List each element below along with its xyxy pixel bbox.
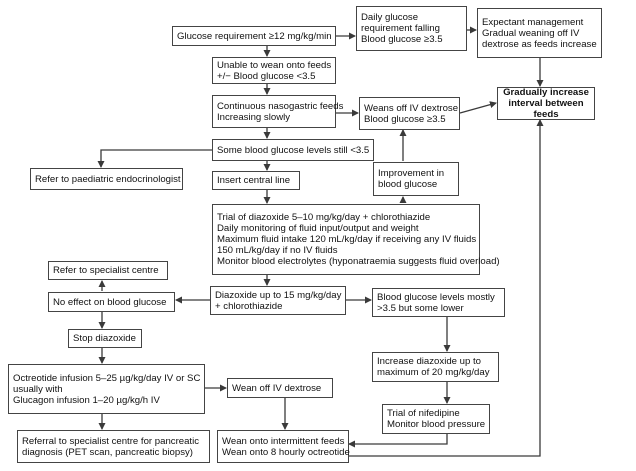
- node-text: Maximum fluid intake 120 mL/kg/day if re…: [217, 234, 477, 245]
- node-text: Wean onto intermittent feeds: [222, 435, 345, 447]
- node-text: Increase diazoxide up to: [377, 356, 481, 367]
- node-text: interval between: [508, 98, 584, 109]
- node-improvement: Improvement in blood glucose: [373, 162, 459, 196]
- node-gradually-increase: Gradually increase interval between feed…: [497, 87, 595, 120]
- node-text: Some blood glucose levels still <3.5: [217, 144, 370, 156]
- node-text: Blood glucose levels mostly: [377, 291, 495, 303]
- node-weans-off-iv: Weans off IV dextrose Blood glucose ≥3.5: [359, 97, 460, 130]
- node-text: dextrose as feeds increase: [482, 38, 597, 50]
- node-text: blood glucose: [378, 179, 438, 190]
- node-text: Continuous nasogastric feeds: [217, 100, 344, 112]
- node-unable-to-wean: Unable to wean onto feeds +/− Blood gluc…: [212, 57, 336, 84]
- node-text: >3.5 but some lower: [377, 302, 464, 314]
- arrow-some-low-to-refer-endo: [97, 149, 212, 168]
- node-text: No effect on blood glucose: [53, 296, 167, 308]
- node-text: Refer to paediatric endocrinologist: [35, 173, 181, 185]
- node-wean-off-iv-dextrose: Wean off IV dextrose: [227, 378, 333, 398]
- node-text: maximum of 20 mg/kg/day: [377, 367, 490, 378]
- node-refer-endocrinologist: Refer to paediatric endocrinologist: [30, 168, 183, 190]
- arrow-nifedipine-to-intermittent: [348, 434, 448, 448]
- node-increase-diazoxide-20: Increase diazoxide up to maximum of 20 m…: [372, 352, 499, 382]
- node-text: Glucose requirement ≥12 mg/kg/min: [177, 30, 332, 42]
- node-text: Referral to specialist centre for pancre…: [22, 435, 200, 447]
- node-octreotide-infusion: Octreotide infusion 5–25 µg/kg/day IV or…: [8, 364, 205, 414]
- node-some-levels-low: Some blood glucose levels still <3.5: [212, 139, 374, 161]
- node-text: + chlorothiazide: [215, 300, 283, 312]
- node-glucose-requirement: Glucose requirement ≥12 mg/kg/min: [172, 26, 336, 46]
- node-text: Gradually increase: [503, 87, 589, 98]
- node-text: Blood glucose ≥3.5: [361, 34, 443, 45]
- node-text: Wean onto 8 hourly octreotide: [222, 446, 350, 458]
- node-text: Expectant management: [482, 16, 584, 28]
- node-no-effect: No effect on blood glucose: [48, 292, 175, 312]
- node-wean-intermittent-feeds: Wean onto intermittent feeds Wean onto 8…: [217, 430, 350, 463]
- node-text: Wean off IV dextrose: [232, 382, 322, 394]
- node-mostly-above: Blood glucose levels mostly >3.5 but som…: [372, 288, 505, 317]
- node-continuous-nasogastric: Continuous nasogastric feeds Increasing …: [212, 95, 344, 128]
- node-daily-glucose-falling: Daily glucose requirement falling Blood …: [356, 6, 467, 51]
- node-text: Octreotide infusion 5–25 µg/kg/day IV or…: [13, 372, 201, 384]
- node-refer-specialist-centre: Refer to specialist centre: [48, 261, 168, 280]
- arrow-intermittent-to-gradually: [349, 119, 544, 457]
- node-text: Daily glucose: [361, 12, 419, 23]
- node-text: Daily monitoring of fluid input/output a…: [217, 223, 419, 234]
- node-text: Increasing slowly: [217, 111, 291, 123]
- node-insert-central-line: Insert central line: [212, 171, 300, 190]
- node-expectant-management: Expectant management Gradual weaning off…: [477, 8, 602, 58]
- node-text: Improvement in: [378, 168, 445, 179]
- node-text: 150 mL/kg/day if no IV fluids: [217, 245, 338, 256]
- node-text: requirement falling: [361, 23, 440, 34]
- node-text: Trial of diazoxide 5–10 mg/kg/day + chlo…: [217, 212, 431, 223]
- node-text: Refer to specialist centre: [53, 265, 159, 276]
- node-text: Diazoxide up to 15 mg/kg/day: [215, 289, 342, 301]
- node-text: Unable to wean onto feeds: [217, 59, 332, 71]
- node-diazoxide-15: Diazoxide up to 15 mg/kg/day + chlorothi…: [210, 286, 346, 315]
- node-stop-diazoxide: Stop diazoxide: [68, 329, 142, 348]
- node-text: Glucagon infusion 1–20 µg/kg/h IV: [13, 394, 160, 406]
- node-text: Stop diazoxide: [73, 333, 136, 344]
- node-text: Insert central line: [217, 175, 291, 186]
- node-text: +/− Blood glucose <3.5: [217, 70, 316, 82]
- arrow-weans-to-gradually: [459, 101, 497, 114]
- node-text: feeds: [533, 109, 559, 120]
- node-text: Blood glucose ≥3.5: [364, 113, 446, 125]
- node-text: Monitor blood electrolytes (hyponatraemi…: [217, 256, 500, 267]
- node-text: Gradual weaning off IV: [482, 27, 580, 39]
- node-trial-diazoxide: Trial of diazoxide 5–10 mg/kg/day + chlo…: [212, 204, 500, 275]
- node-text: Monitor blood pressure: [387, 419, 486, 430]
- node-text: Weans off IV dextrose: [364, 102, 459, 114]
- node-text: Trial of nifedipine: [387, 408, 460, 419]
- node-text: usually with: [13, 383, 63, 395]
- node-text: diagnosis (PET scan, pancreatic biopsy): [22, 446, 193, 458]
- node-referral-pancreatic: Referral to specialist centre for pancre…: [17, 430, 210, 463]
- node-trial-nifedipine: Trial of nifedipine Monitor blood pressu…: [382, 404, 490, 434]
